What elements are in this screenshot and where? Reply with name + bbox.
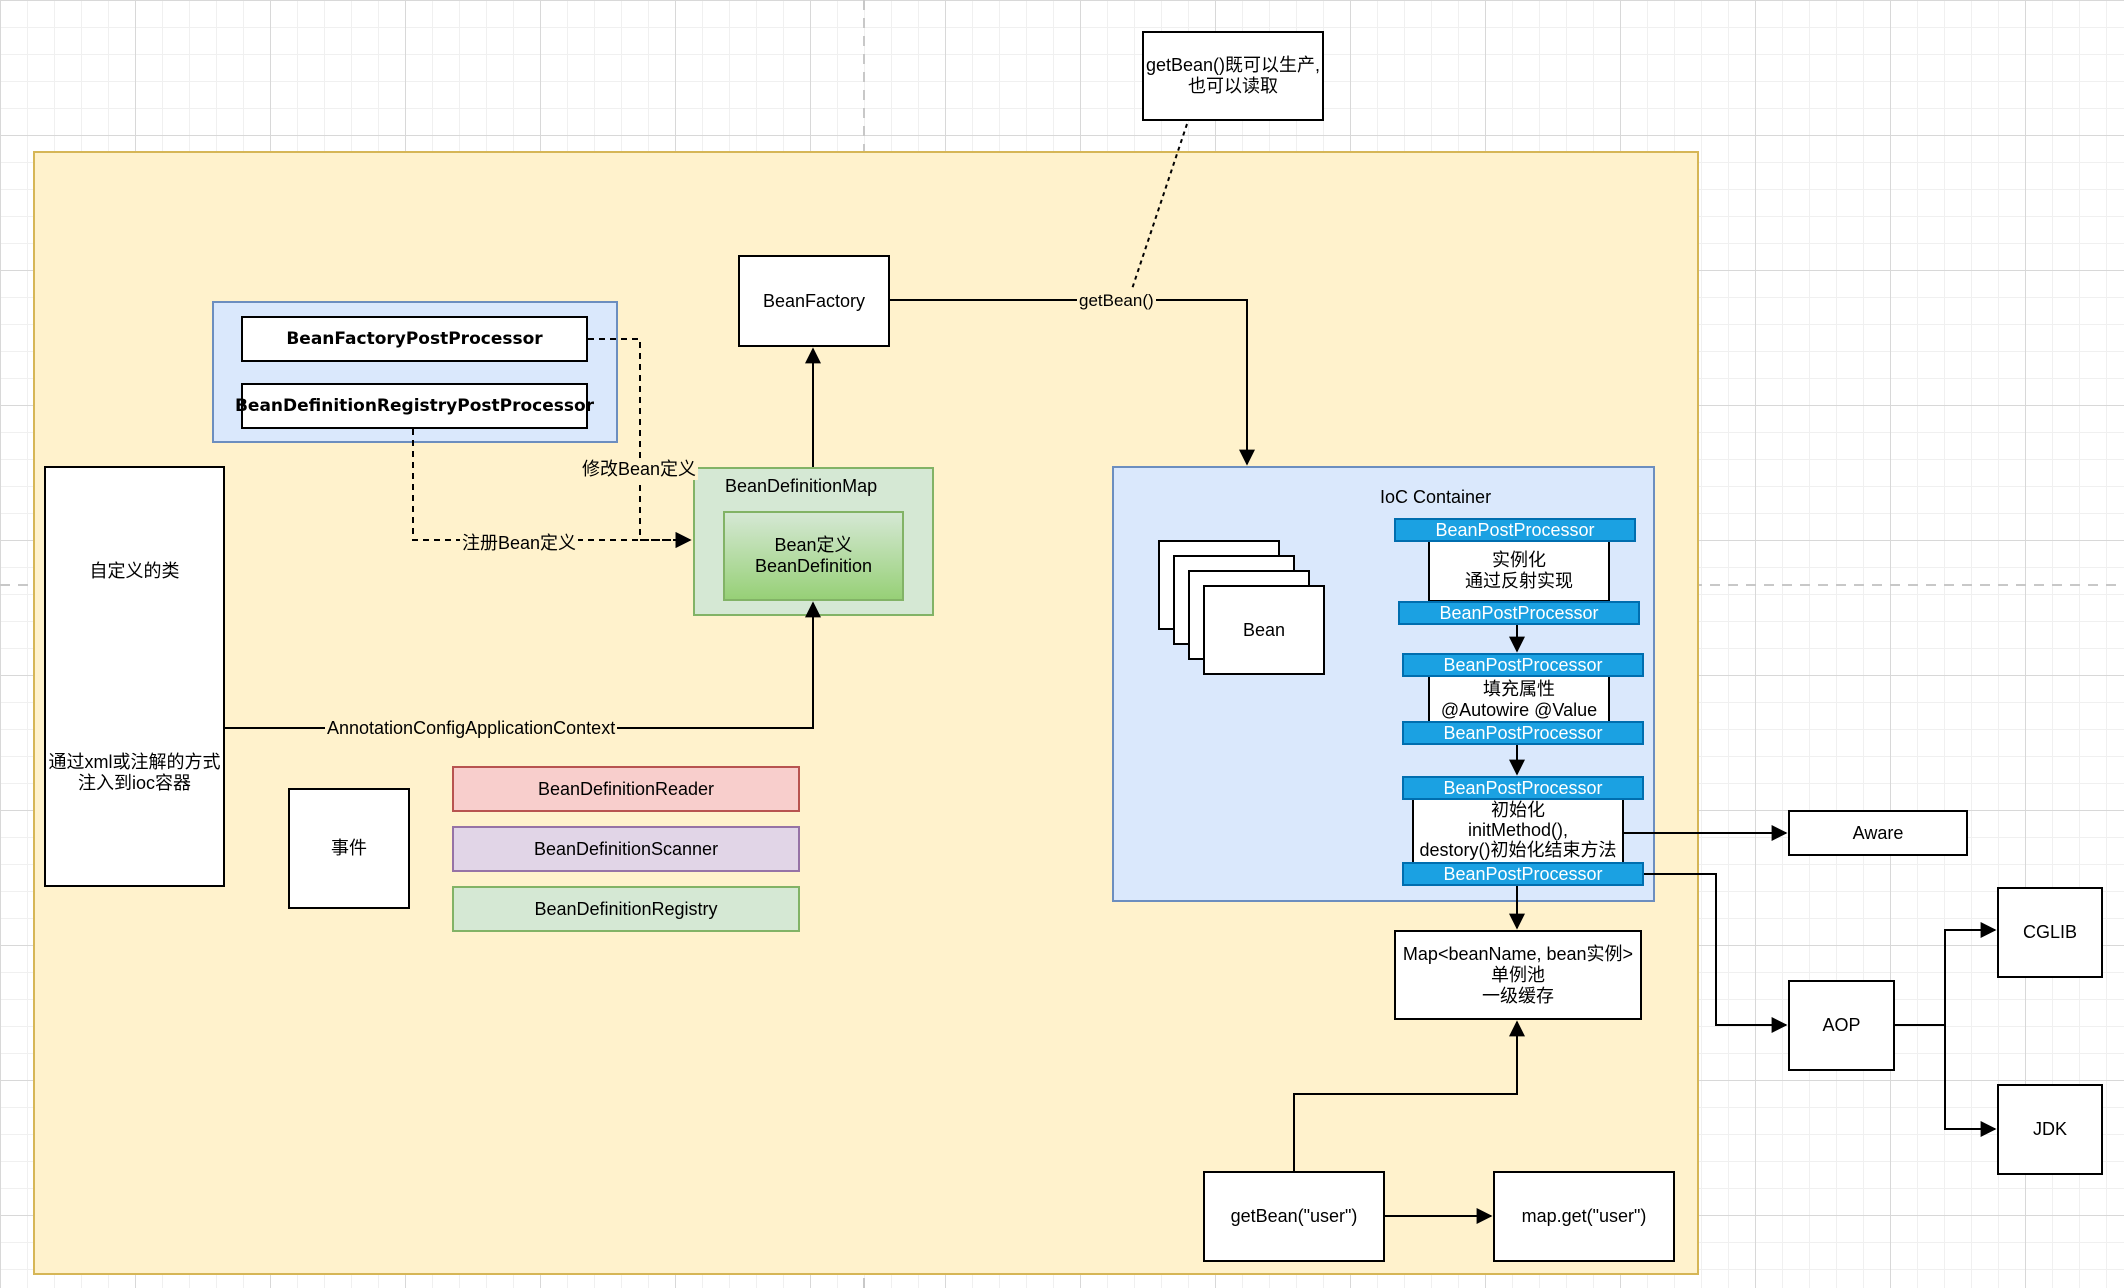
singleton-pool-map[interactable]: Map<beanName, bean实例> 单例池 一级缓存 (1394, 930, 1642, 1020)
event-node[interactable]: 事件 (288, 788, 410, 909)
edge-label-register: 注册Bean定义 (460, 533, 579, 554)
note-connector (1130, 123, 1188, 293)
edge-label-get-bean: getBean() (1077, 290, 1156, 311)
bean-definition-registry-post-processor[interactable]: BeanDefinitionRegistryPostProcessor (235, 383, 594, 429)
getbean-note[interactable]: getBean()既可以生产, 也可以读取 (1142, 31, 1324, 121)
edge-factory-pp-modify (588, 338, 692, 548)
edge-factory-to-ioc (890, 299, 1255, 466)
instantiate-line-1: 实例化 (1492, 550, 1546, 570)
bean-post-processor-1a[interactable]: BeanPostProcessor (1394, 518, 1636, 542)
bean-post-processor-3b[interactable]: BeanPostProcessor (1402, 862, 1644, 886)
populate-line-2: @Autowire @Value (1440, 700, 1598, 720)
init-line-2: initMethod(), (1467, 820, 1569, 840)
custom-class-desc-1: 通过xml或注解的方式 (48, 752, 221, 772)
cglib-node[interactable]: CGLIB (1997, 887, 2103, 978)
bean-post-processor-2b[interactable]: BeanPostProcessor (1402, 721, 1644, 745)
getbean-note-line-1: getBean()既可以生产, (1145, 55, 1321, 75)
edge-aop-to-jdk (1944, 1025, 1997, 1137)
populate-line-1: 填充属性 (1483, 679, 1555, 699)
init-line-1: 初始化 (1491, 800, 1545, 820)
bean-factory-node[interactable]: BeanFactory (738, 255, 890, 347)
bean-definition-registry[interactable]: BeanDefinitionRegistry (452, 886, 800, 932)
bean-post-processor-2a[interactable]: BeanPostProcessor (1402, 653, 1644, 677)
aware-node[interactable]: Aware (1788, 810, 1968, 856)
bean-definition-reader[interactable]: BeanDefinitionReader (452, 766, 800, 812)
custom-class-desc-2: 注入到ioc容器 (77, 773, 191, 793)
get-bean-user-node[interactable]: getBean("user") (1203, 1171, 1385, 1262)
bean-definition-line-2: BeanDefinition (754, 556, 873, 576)
bean-factory-post-processor[interactable]: BeanFactoryPostProcessor (241, 316, 588, 362)
populate-step[interactable]: 填充属性 @Autowire @Value (1428, 674, 1610, 726)
bean-definition-line-1: Bean定义 (774, 535, 853, 555)
edge-label-modify: 修改Bean定义 (580, 459, 699, 480)
bean-post-processor-3a[interactable]: BeanPostProcessor (1402, 776, 1644, 800)
edge-aop-to-cglib (1895, 922, 1997, 1026)
singleton-map-line-2: 单例池 (1491, 964, 1545, 985)
getbean-note-line-2: 也可以读取 (1188, 76, 1278, 96)
bean-post-processor-1b[interactable]: BeanPostProcessor (1398, 601, 1640, 625)
bean-definition-map-title: BeanDefinitionMap (725, 476, 878, 496)
bean-definition-scanner[interactable]: BeanDefinitionScanner (452, 826, 800, 872)
edge-class-to-map (225, 601, 821, 729)
ioc-container-title: IoC Container (1380, 487, 1492, 507)
singleton-map-line-3: 一级缓存 (1482, 985, 1554, 1006)
map-get-user-node[interactable]: map.get("user") (1493, 1171, 1675, 1262)
bean-definition-node[interactable]: Bean定义 BeanDefinition (723, 511, 904, 601)
edge-label-context: AnnotationConfigApplicationContext (325, 718, 618, 739)
init-line-3: destory()初始化结束方法 (1419, 840, 1617, 860)
custom-class-node[interactable]: 自定义的类 通过xml或注解的方式 注入到ioc容器 (44, 466, 225, 887)
bean-card[interactable]: Bean (1203, 585, 1325, 675)
edge-bpp-to-aop (1644, 873, 1788, 1033)
jdk-node[interactable]: JDK (1997, 1084, 2103, 1175)
edge-getbean-to-pool (1293, 1020, 1525, 1171)
custom-class-title: 自定义的类 (89, 561, 180, 581)
instantiate-line-2: 通过反射实现 (1465, 571, 1573, 591)
singleton-map-line-1: Map<beanName, bean实例> (1402, 943, 1634, 964)
edge-registry-pp-register (412, 429, 692, 548)
aop-node[interactable]: AOP (1788, 980, 1895, 1071)
